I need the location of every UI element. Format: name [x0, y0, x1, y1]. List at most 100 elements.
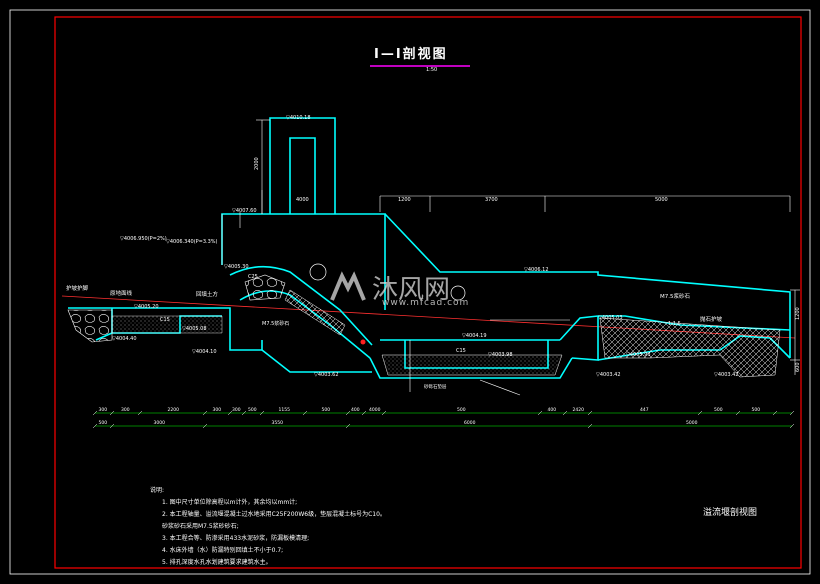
dimension-value: 300	[232, 407, 241, 413]
elev-4003-42a: ▽4003.42	[596, 372, 621, 378]
dimension-value: 500	[322, 407, 331, 413]
dimension-tick	[202, 410, 208, 416]
elev-water-b: ▽4006.340(P=3.3%)	[166, 239, 218, 245]
elev-4005-08: ▽4005.08	[182, 326, 207, 332]
elev-4003-98: ▽4003.98	[488, 352, 513, 358]
drawing-title: I—I剖视图	[374, 47, 448, 62]
note-item: 2. 本工程轴量、溢流堰混凝土过水地采用C25F200W6级，垫层混凝土标号为C…	[162, 511, 386, 518]
dimension-value: 3550	[272, 420, 284, 426]
dimension-tick	[92, 423, 98, 429]
watermark-url: www.mfcad.com	[382, 298, 470, 308]
dimension-tick	[241, 410, 247, 416]
note-item: 砂浆砂石采用M7.5浆砂砂石;	[162, 523, 239, 530]
detail-lines	[221, 119, 800, 396]
bank-protect: 护坡护脚	[66, 284, 89, 292]
dimension-tick	[345, 410, 351, 416]
drawing-scale: 1:50	[426, 67, 438, 73]
dimension-value: 2420	[573, 407, 585, 413]
dimension-value: 6000	[464, 420, 476, 426]
dimension-tick	[361, 410, 367, 416]
m75b: M7.5浆砂石	[660, 292, 690, 300]
dimension-value: 300	[213, 407, 222, 413]
red-marker	[360, 339, 366, 345]
dim-h: 2000	[254, 157, 260, 170]
drawing-text: ▽4010.18 2000 4000 1200 3700 5000 ▽4007.…	[66, 115, 801, 390]
elev-4005-30: ▽4005.30	[224, 264, 249, 270]
dimension-value: 500	[457, 407, 466, 413]
dimension-tick	[302, 410, 308, 416]
note-item: 5. 排孔深度水孔水划建筑要求建筑水主。	[162, 559, 272, 566]
note-item: 3. 本工程合等、防渗采用433水泥砂浆，防漏板模清理;	[162, 535, 310, 542]
dim-r: 1200	[795, 307, 801, 320]
section-markers	[309, 263, 466, 301]
dimension-tick	[381, 410, 387, 416]
elev-water-a: ▽4006.950(P=2%)	[120, 236, 167, 242]
dim-top-1: 1200	[398, 197, 411, 203]
dimension-tick	[772, 410, 778, 416]
dimension-tick	[345, 423, 351, 429]
dimension-value: 4000	[369, 407, 381, 413]
dimension-value: 500	[752, 407, 761, 413]
elev-4005-03: ▽4005.03	[598, 315, 623, 321]
dimension-value: 500	[248, 407, 257, 413]
dimension-value: 500	[99, 420, 108, 426]
elev-4005-20: ▽4005.20	[134, 304, 159, 310]
riprap: 抛石护坡	[700, 315, 723, 323]
hatched-fill	[67, 274, 781, 378]
sheet-name: 溢流堰剖视图	[703, 508, 758, 518]
notes-heading: 说明:	[150, 487, 165, 494]
elev-4006-12: ▽4006.12	[524, 267, 549, 273]
dimension-value: 400	[351, 407, 360, 413]
sheet-inner-border	[54, 16, 802, 569]
dimension-tick	[789, 423, 795, 429]
dim-top-2: 3700	[485, 197, 498, 203]
elev-4005-93: ▽4005.93	[626, 352, 651, 358]
dimension-tick	[735, 410, 741, 416]
dimension-tick	[109, 423, 115, 429]
dimension-value: 5000	[686, 420, 698, 426]
dimension-tick	[587, 410, 593, 416]
dimension-tick	[697, 410, 703, 416]
dimension-tick	[109, 410, 115, 416]
dimension-value: 300	[99, 407, 108, 413]
note-item: 4. 水床外墙（水）防漏特别回填土不小于0.7;	[162, 547, 284, 554]
dim-w: 4000	[296, 197, 309, 203]
elev-crest-l: ▽4007.60	[232, 208, 257, 214]
dimension-tick	[137, 410, 143, 416]
dimension-tick	[259, 410, 265, 416]
dimension-ticks	[92, 410, 795, 429]
notes-block: 说明: 1. 图中尺寸单位除高程以m计外，其余均以mm计; 2. 本工程轴量、溢…	[150, 488, 386, 572]
dimension-tick	[92, 410, 98, 416]
elev-4004-40: ▽4004.40	[112, 336, 137, 342]
dimension-value: 500	[714, 407, 723, 413]
dimension-tick	[202, 423, 208, 429]
elev-4004-10: ▽4004.10	[192, 349, 217, 355]
backfill: 回填土方	[196, 290, 219, 298]
dim-r2: 600	[795, 362, 801, 372]
sheet-outer-border	[9, 9, 811, 575]
slope: 1:1.5	[668, 321, 681, 327]
dimension-lines	[95, 412, 792, 427]
c15: C15	[160, 317, 170, 323]
dimension-tick	[227, 410, 233, 416]
elev-4004-19: ▽4004.19	[462, 333, 487, 339]
note-item: 1. 图中尺寸单位除高程以m计外，其余均以mm计;	[162, 499, 298, 506]
dimension-tick	[587, 423, 593, 429]
watermark-brand: 沐风网	[372, 275, 450, 305]
dimension-tick	[562, 410, 568, 416]
orig-ground: 原地面线	[110, 289, 133, 297]
dimension-value: 2200	[168, 407, 180, 413]
c15b: C15	[456, 348, 466, 354]
dimension-tick	[537, 410, 543, 416]
elev-4003-42b: ▽4003.42	[714, 372, 739, 378]
elev-4003-62: ▽4003.62	[314, 372, 339, 378]
c25: C25	[248, 274, 258, 280]
dimension-tick	[789, 410, 795, 416]
m75a: M7.5浆砂石	[262, 320, 289, 327]
dimension-value: 1155	[279, 407, 291, 413]
gravel: 砂砾石垫层	[424, 383, 447, 390]
dimension-value: 400	[548, 407, 557, 413]
